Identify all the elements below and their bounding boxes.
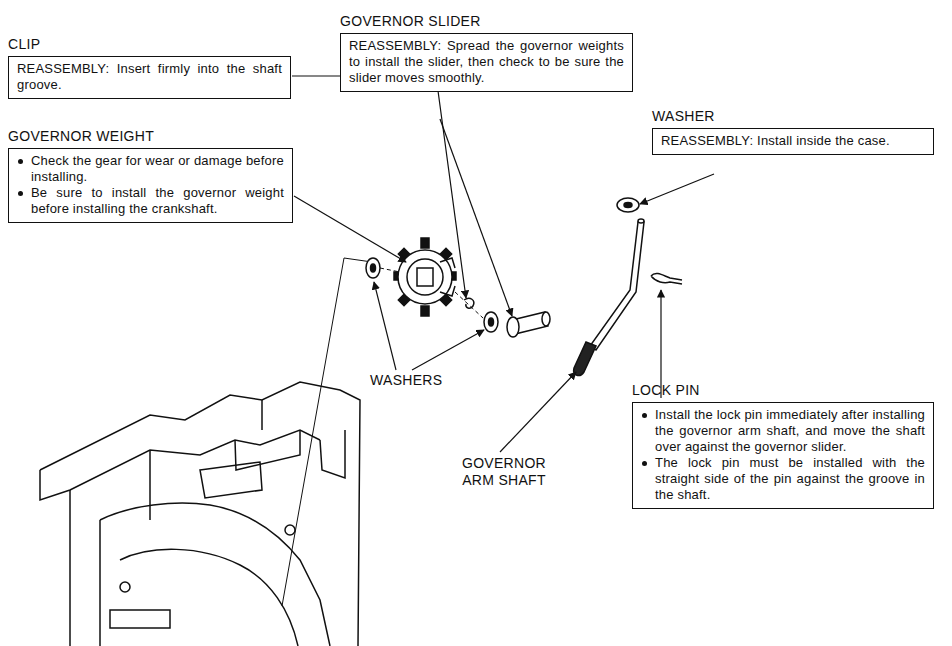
washer bbox=[366, 198, 639, 332]
bullet-dot bbox=[642, 413, 647, 418]
callout-heading: LOCK PIN bbox=[632, 381, 934, 399]
bullet-dot bbox=[18, 159, 23, 164]
reassembly-note: REASSEMBLY: Insert firmly into the shaft… bbox=[17, 61, 282, 93]
governor-gear bbox=[394, 238, 456, 316]
callout-box: REASSEMBLY: Spread the governor weights … bbox=[340, 33, 633, 92]
bullet-dot bbox=[642, 461, 647, 466]
bullet-note: Install the lock pin immediately after i… bbox=[641, 407, 925, 455]
callout-heading: CLIP bbox=[8, 35, 291, 53]
callout-box: Check the gear for wear or damage before… bbox=[8, 148, 293, 223]
reassembly-note: REASSEMBLY: Spread the governor weights … bbox=[349, 38, 624, 86]
clip bbox=[464, 298, 474, 308]
bullet-note: Be sure to install the governor weight b… bbox=[17, 185, 284, 217]
governor-arm-shaft bbox=[574, 219, 644, 375]
callout: LOCK PIN Install the lock pin immediately… bbox=[632, 381, 934, 509]
callout: WASHER REASSEMBLY: Install inside the cas… bbox=[652, 107, 934, 155]
part-label: WASHERS bbox=[368, 372, 444, 389]
callout-heading: GOVERNOR SLIDER bbox=[340, 12, 633, 30]
lock-pin bbox=[651, 273, 682, 284]
reassembly-note: REASSEMBLY: Install inside the case. bbox=[661, 133, 925, 149]
crankcase bbox=[40, 382, 360, 646]
callout-box: Install the lock pin immediately after i… bbox=[632, 402, 934, 509]
governor-slider bbox=[507, 312, 550, 337]
callout-box: REASSEMBLY: Insert firmly into the shaft… bbox=[8, 56, 291, 99]
alignment-line bbox=[282, 258, 483, 606]
bullet-dot bbox=[18, 191, 23, 196]
callout: CLIP REASSEMBLY: Insert firmly into the s… bbox=[8, 35, 291, 99]
bullet-note: Check the gear for wear or damage before… bbox=[17, 153, 284, 185]
part-label: GOVERNOR ARM SHAFT bbox=[456, 455, 552, 489]
callout-box: REASSEMBLY: Install inside the case. bbox=[652, 128, 934, 155]
callout: GOVERNOR SLIDER REASSEMBLY: Spread the go… bbox=[340, 12, 633, 92]
callout-heading: GOVERNOR WEIGHT bbox=[8, 127, 293, 145]
bullet-note: The lock pin must be installed with the … bbox=[641, 455, 925, 503]
callout: GOVERNOR WEIGHT Check the gear for wear o… bbox=[8, 127, 293, 223]
callout-heading: WASHER bbox=[652, 107, 934, 125]
